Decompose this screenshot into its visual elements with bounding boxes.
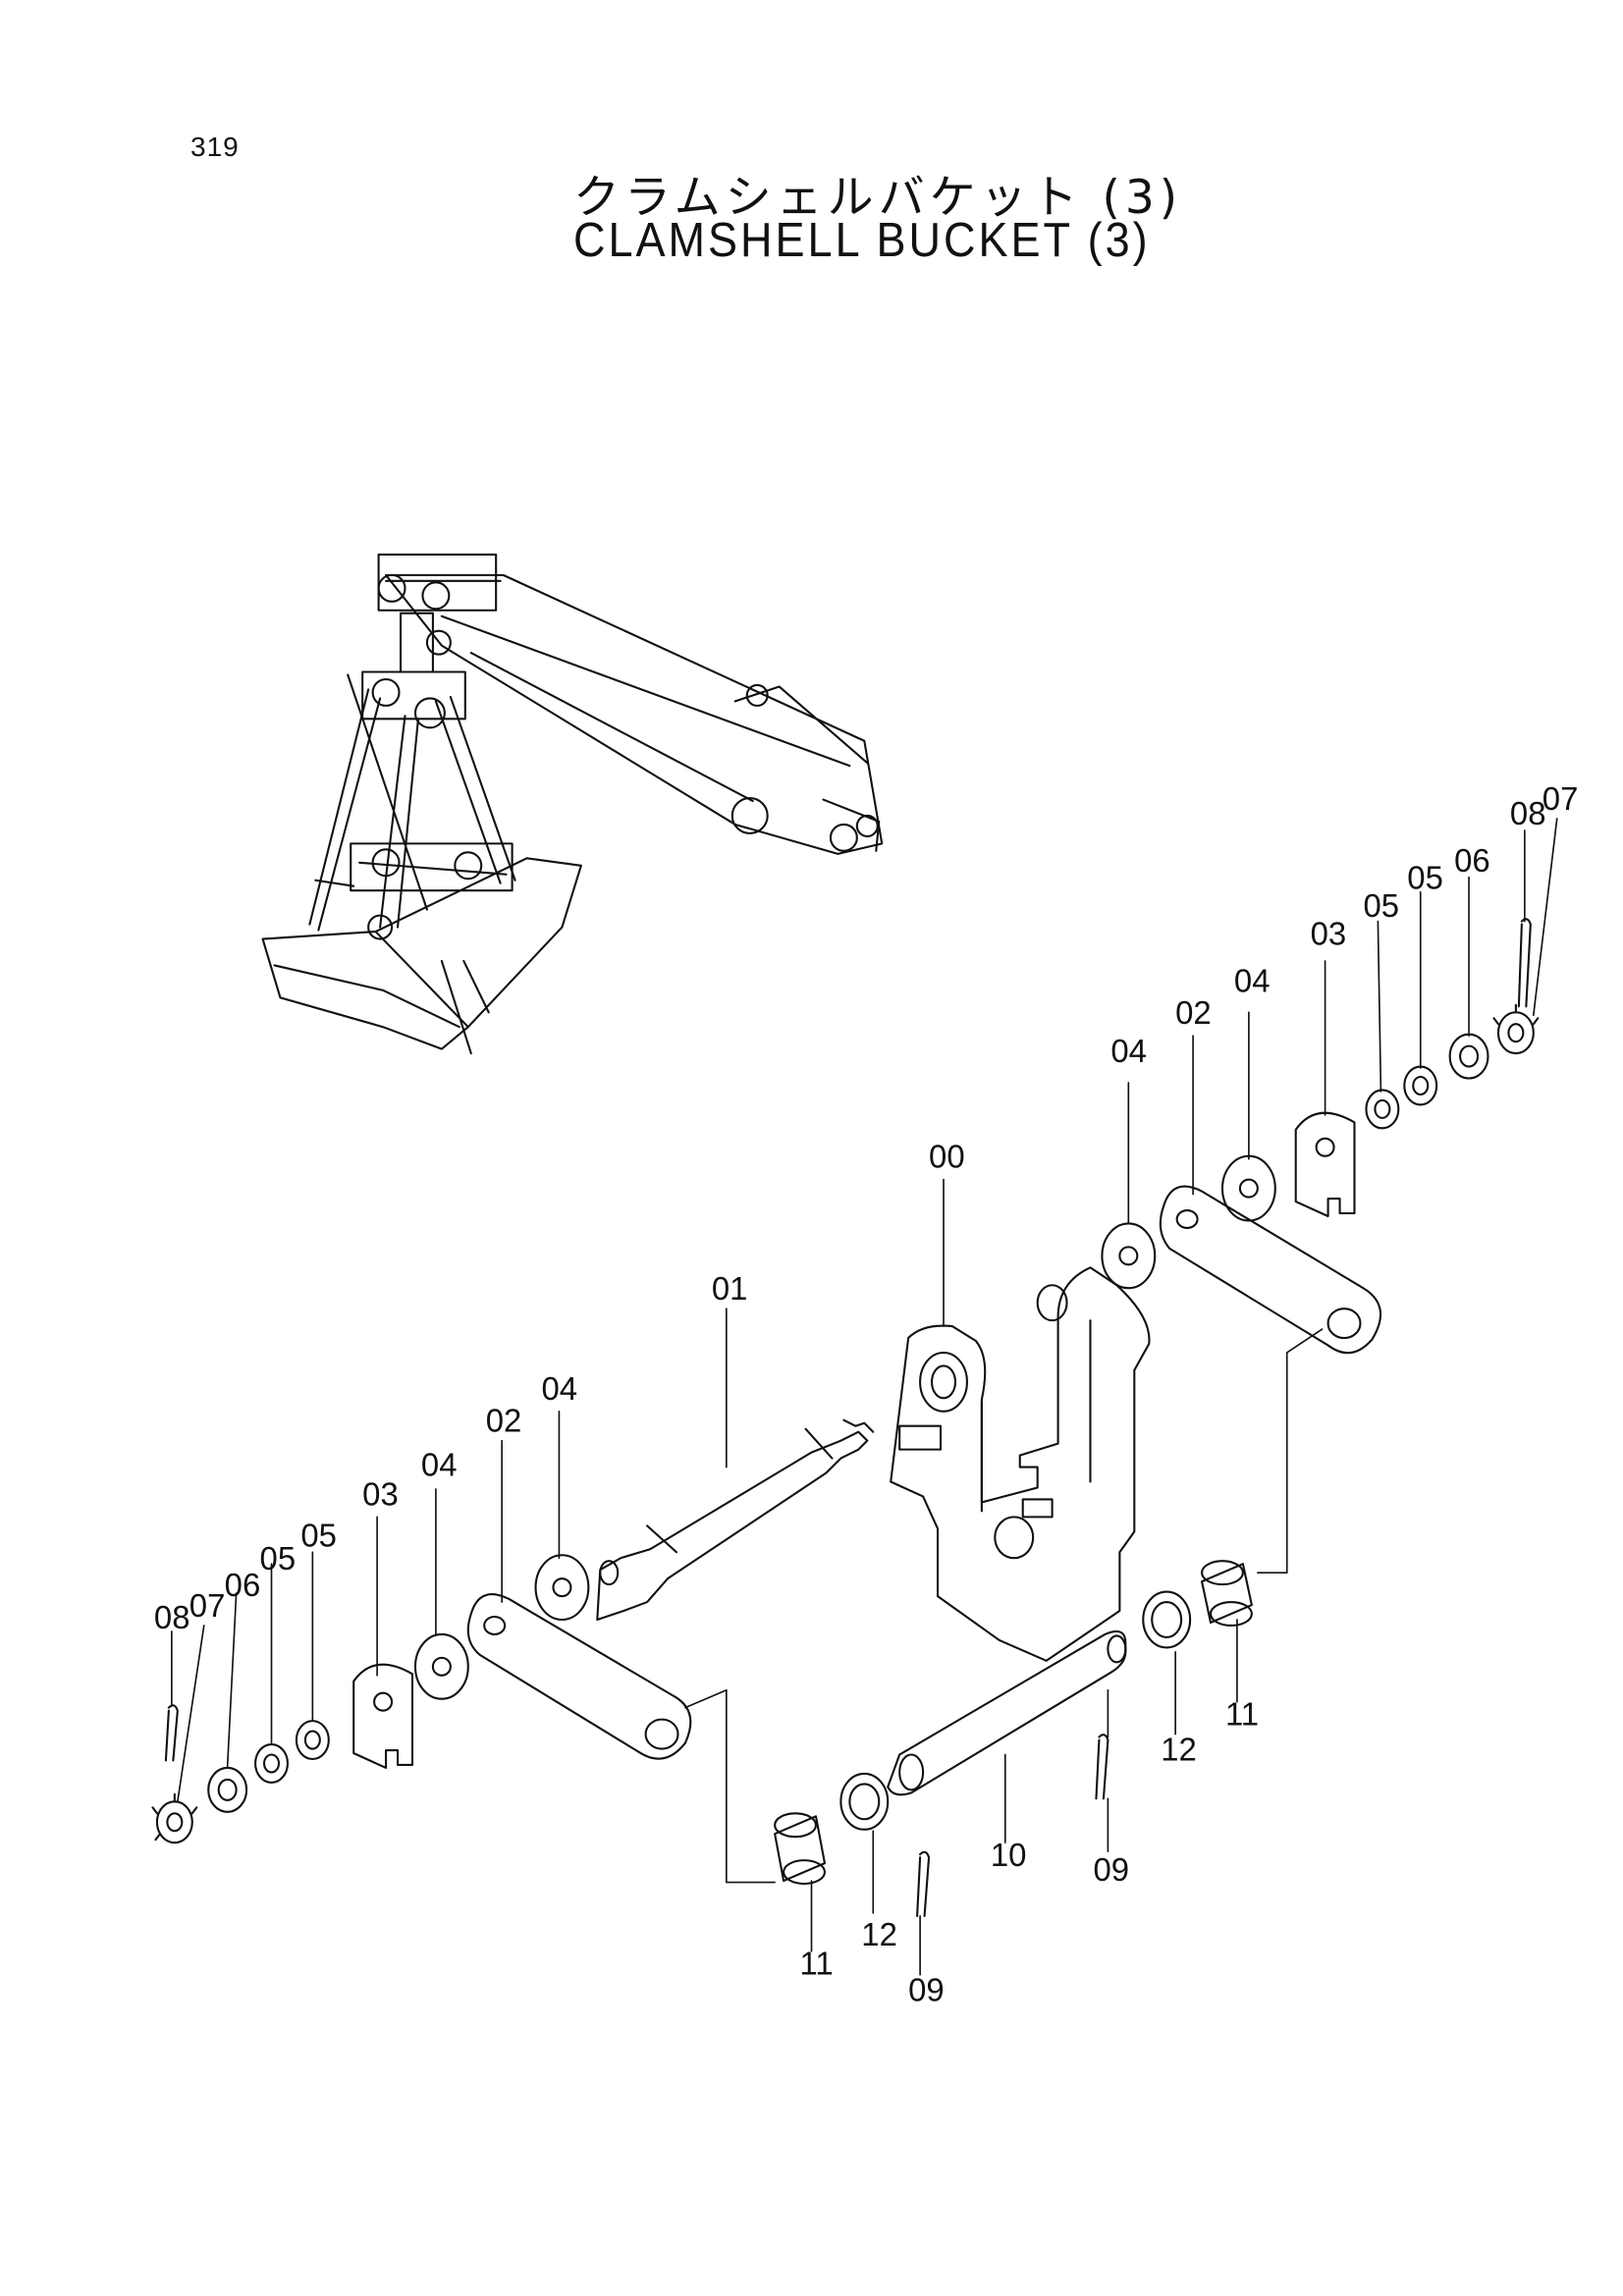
callout-04-upper-outer: 04: [1234, 962, 1271, 998]
cotter-pin-09-right: [1095, 1734, 1109, 1800]
callout-07-left: 07: [189, 1587, 226, 1624]
cotter-pin-08-upper: [1517, 918, 1532, 1008]
washer-05-left-inner: [295, 1720, 330, 1761]
cotter-pin-08-left: [164, 1704, 179, 1762]
callout-11-upper: 11: [1225, 1696, 1259, 1733]
castle-nut-07-left: [151, 1792, 198, 1844]
washer-06-upper: [1448, 1033, 1489, 1080]
callout-02-upper: 02: [1175, 994, 1212, 1031]
callout-04-left-inner: 04: [541, 1370, 577, 1407]
callout-11-lower: 11: [800, 1946, 834, 1982]
leader-lines: [171, 818, 1558, 1976]
callout-04-left-outer: 04: [421, 1447, 458, 1483]
cotter-pin-09-lower: [916, 1850, 931, 1917]
washer-12-lower: [839, 1772, 890, 1831]
callout-01: 01: [712, 1270, 748, 1307]
lock-plate-03-left: [352, 1663, 414, 1770]
left-hardware-group: [151, 1554, 692, 1844]
callout-09-lower: 09: [908, 1972, 945, 2008]
lock-plate-03-upper: [1294, 1111, 1356, 1218]
callout-05-upper-outer: 05: [1407, 860, 1443, 896]
washer-05-upper-inner: [1365, 1089, 1400, 1130]
callout-00: 00: [929, 1139, 965, 1175]
callout-10: 10: [991, 1837, 1027, 1873]
pin-01: [596, 1418, 875, 1622]
bushing-11-upper: [1201, 1560, 1253, 1628]
callout-08-left: 08: [154, 1599, 190, 1635]
callout-08-upper: 08: [1510, 795, 1546, 831]
callout-labels: 08 07 06 05 05 03 04 02 04 00 01 04 02 0…: [154, 780, 1578, 2008]
callout-06-left: 06: [225, 1567, 261, 1603]
shim-04-upper-inner: [1101, 1222, 1157, 1290]
bushing-11-lower: [774, 1812, 826, 1886]
link-02-upper: [1159, 1185, 1382, 1355]
washer-05-left-outer: [254, 1742, 289, 1784]
page-number: 319: [190, 132, 240, 162]
callout-02-left: 02: [486, 1403, 522, 1439]
callout-07-upper: 07: [1542, 780, 1579, 817]
bracket-00: [890, 1266, 1151, 1662]
callout-03-left: 03: [362, 1475, 399, 1512]
callout-05-left-outer: 05: [260, 1540, 297, 1576]
machine-overview-illustration: [261, 553, 884, 1055]
page-title-english: CLAMSHELL BUCKET (3): [573, 212, 1151, 268]
shim-04-left-outer: [413, 1632, 469, 1700]
page-title-japanese: クラムシェルバケット (3): [573, 171, 1183, 225]
callout-05-upper-inner: 05: [1363, 887, 1399, 924]
callout-04-upper-inner: 04: [1110, 1033, 1147, 1069]
callout-03-upper: 03: [1311, 916, 1347, 952]
shim-04-left-inner: [534, 1554, 590, 1622]
callout-09-right: 09: [1093, 1851, 1129, 1888]
upper-right-hardware-group: [1101, 918, 1540, 1355]
castle-nut-07-upper: [1492, 1003, 1540, 1055]
callout-06-upper: 06: [1454, 842, 1490, 879]
link-02-left: [466, 1593, 692, 1760]
callout-12-upper: 12: [1161, 1731, 1197, 1767]
washer-05-upper-outer: [1403, 1065, 1438, 1106]
shim-04-upper-outer: [1220, 1154, 1276, 1222]
callout-05-left-inner: 05: [300, 1517, 337, 1553]
callout-12-lower: 12: [861, 1916, 897, 1952]
washer-06-left: [207, 1766, 248, 1813]
washer-12-upper: [1142, 1590, 1192, 1649]
pin-10: [887, 1629, 1127, 1796]
